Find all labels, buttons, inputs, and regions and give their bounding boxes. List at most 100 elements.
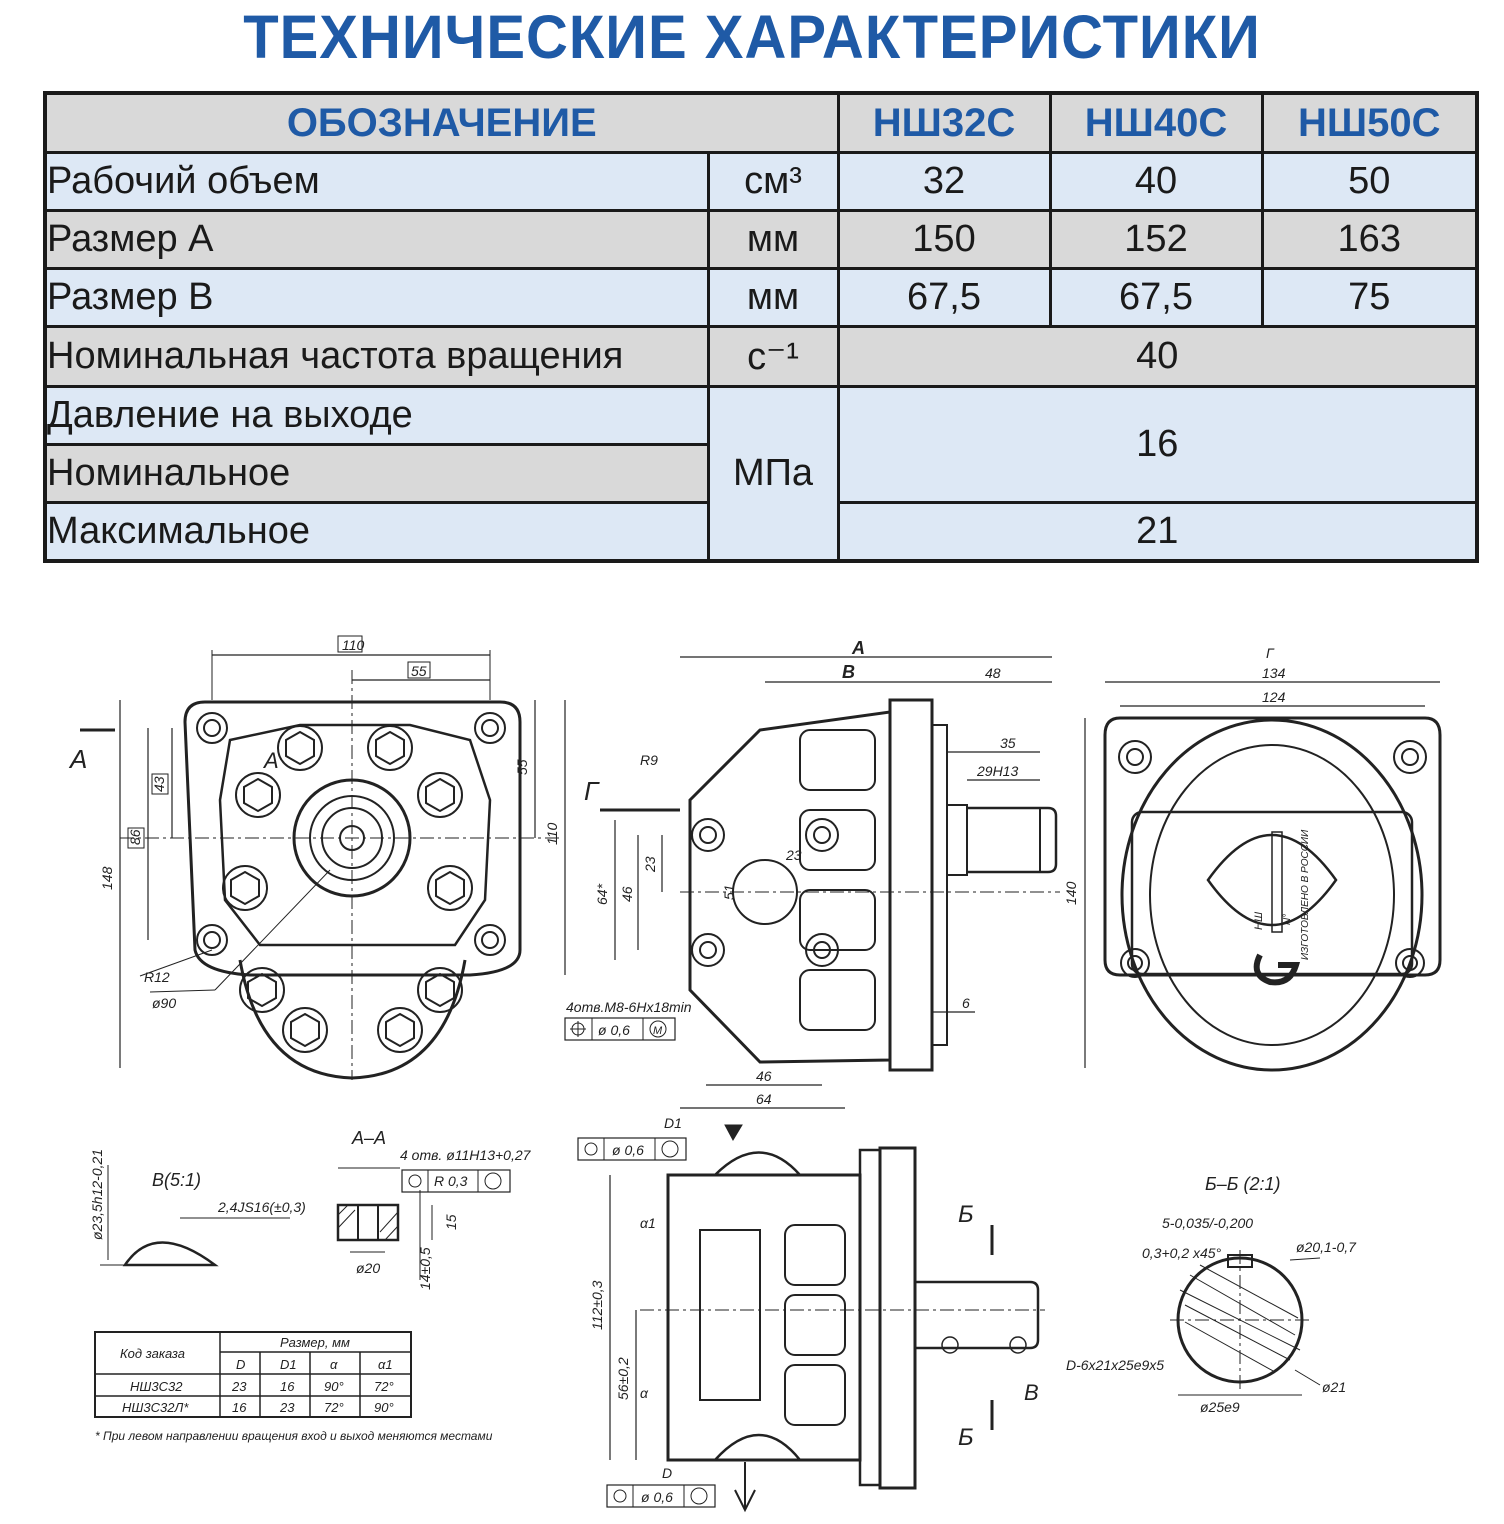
dim-label: 29H13	[976, 763, 1018, 779]
lower-section-view	[577, 1124, 1045, 1513]
row-unit: мм	[706, 266, 840, 328]
row-label: Номинальная частота вращения	[43, 324, 710, 389]
dim-label: 110	[342, 637, 365, 653]
row-label: Номинальное	[43, 443, 710, 504]
dim-label: Г	[1266, 645, 1275, 661]
dim-label: 2,4JS16(±0,3)	[217, 1199, 306, 1215]
front-view	[80, 635, 566, 1080]
dim-label: 64*	[594, 883, 610, 905]
dim-label: 35	[1000, 735, 1016, 751]
side-view-labels: А В 48 35 29H13 R9 Г 23 46 64* 51 23 6 4…	[566, 638, 1018, 1107]
dim-label: 51	[721, 884, 737, 900]
dim-label: ø 0,6	[641, 1489, 673, 1505]
order-col-header: D	[236, 1357, 245, 1372]
section-aa-labels: А–А 4 отв. ø11H13+0,27 R 0,3 ø20 15 14±0…	[351, 1128, 532, 1290]
order-row-value: 16	[232, 1400, 247, 1415]
dim-label: ø20	[356, 1260, 380, 1276]
plate-number: N°	[1282, 914, 1293, 925]
order-row-value: 23	[279, 1400, 295, 1415]
order-row-value: 16	[280, 1379, 295, 1394]
header-model: НШ50С	[1260, 91, 1479, 154]
row-label: Максимальное	[43, 500, 710, 563]
section-mark: Г	[584, 776, 600, 806]
plate-made-in: ИЗГОТОВЛЕНО В РОССИИ	[1300, 829, 1311, 960]
dim-label: α1	[640, 1215, 656, 1231]
dim-label: 56±0,2	[615, 1357, 631, 1400]
table-row: Номинальное	[43, 443, 1477, 504]
detail-b	[100, 1165, 290, 1267]
dim-label: 140	[1063, 881, 1079, 905]
spec-table: ОБОЗНАЧЕНИЕ НШ32С НШ40С НШ50С Рабочий об…	[43, 91, 1479, 563]
row-label: Рабочий объем	[43, 151, 710, 212]
order-row-value: 23	[231, 1379, 247, 1394]
order-row-value: 90°	[374, 1400, 394, 1415]
dim-label: 124	[1262, 689, 1286, 705]
dim-label: α	[640, 1385, 649, 1401]
dim-label: 46	[756, 1068, 772, 1084]
row-value: 40	[1048, 151, 1264, 212]
dim-label: 110	[544, 822, 560, 845]
technical-drawing: 110 55 148 86 43 55 110 R12 ø90 А А	[68, 635, 1442, 1513]
dim-label: ø 0,6	[612, 1142, 644, 1158]
row-value: 16	[836, 385, 1479, 504]
dim-label: В	[842, 662, 855, 682]
dim-label: 4 отв. ø11H13+0,27	[400, 1147, 532, 1163]
order-group-header: Размер, мм	[280, 1335, 350, 1350]
dim-label: 55	[411, 663, 427, 679]
section-title: Б–Б (2:1)	[1205, 1174, 1280, 1194]
dim-label: А	[851, 638, 865, 658]
lower-section-labels: D1 ø 0,6 α1 α 112±0,3 56±0,2 D ø 0,6 Б Б…	[589, 1115, 1039, 1505]
detail-title: В(5:1)	[152, 1170, 201, 1190]
dim-label: 23	[642, 856, 658, 873]
row-label: Давление на выходе	[43, 385, 710, 447]
row-value: 150	[836, 208, 1052, 270]
row-value: 40	[836, 324, 1479, 389]
section-bb-labels: Б–Б (2:1) 5-0,035/-0,200 0,3+0,2 x45° ø2…	[1066, 1174, 1357, 1415]
order-row-value: 90°	[324, 1379, 344, 1394]
dim-label: ø90	[152, 995, 176, 1011]
row-value: 67,5	[1048, 266, 1264, 328]
dim-label: ø21	[1322, 1379, 1346, 1395]
order-row-value: 72°	[374, 1379, 394, 1394]
end-view-labels: Г 134 124 140 НШ N° ИЗГОТОВЛЕНО В РОССИИ	[1063, 645, 1311, 960]
table-row: Номинальная частота вращения с⁻¹ 40	[43, 324, 1479, 389]
section-mark: А	[262, 748, 279, 773]
header-model: НШ32С	[836, 91, 1052, 154]
section-mark: Б	[958, 1201, 974, 1228]
table-row: Максимальное 21	[43, 500, 1479, 563]
row-unit: мм	[706, 208, 840, 270]
order-table-labels: Размер, мм Код заказа D D1 α α1 НШ3С32 2…	[95, 1335, 493, 1443]
dim-label: D-6x21x25e9x5	[1066, 1357, 1164, 1373]
section-aa	[336, 1167, 511, 1280]
dim-label: 6	[962, 995, 970, 1011]
dim-label: 46	[619, 886, 635, 902]
end-view	[1084, 681, 1442, 1072]
tolerance-symbol: M	[653, 1025, 663, 1037]
order-col-header: α	[330, 1357, 338, 1372]
row-value: 32	[836, 151, 1052, 212]
dim-label: D1	[664, 1115, 682, 1131]
dim-label: 48	[985, 665, 1001, 681]
row-label: Размер В	[43, 266, 710, 328]
row-value: 67,5	[836, 266, 1052, 328]
dim-label: 23	[785, 847, 802, 863]
front-view-labels: 110 55 148 86 43 55 110 R12 ø90 А А	[68, 637, 560, 1011]
dim-label: 15	[443, 1214, 459, 1230]
row-unit: см³	[706, 151, 840, 212]
dim-label: R12	[144, 969, 170, 985]
order-col-header: D1	[280, 1357, 297, 1372]
row-value: 163	[1260, 208, 1479, 270]
table-row: Размер В мм 67,5 67,5 75	[43, 266, 1479, 328]
side-view	[564, 656, 1060, 1109]
dim-label: 86	[127, 829, 143, 845]
order-note: * При левом направлении вращения вход и …	[95, 1429, 493, 1443]
section-mark: Б	[958, 1424, 974, 1451]
dim-label: R9	[640, 752, 658, 768]
detail-b-labels: В(5:1) ø23,5h12-0,21 2,4JS16(±0,3)	[89, 1149, 306, 1240]
row-unit: МПа	[706, 385, 840, 563]
order-row-code: НШ3С32Л*	[122, 1400, 189, 1415]
dim-label: 64	[756, 1091, 772, 1107]
dim-label: 14±0,5	[417, 1247, 433, 1290]
section-bb	[1170, 1250, 1321, 1396]
section-mark: А	[68, 744, 87, 774]
